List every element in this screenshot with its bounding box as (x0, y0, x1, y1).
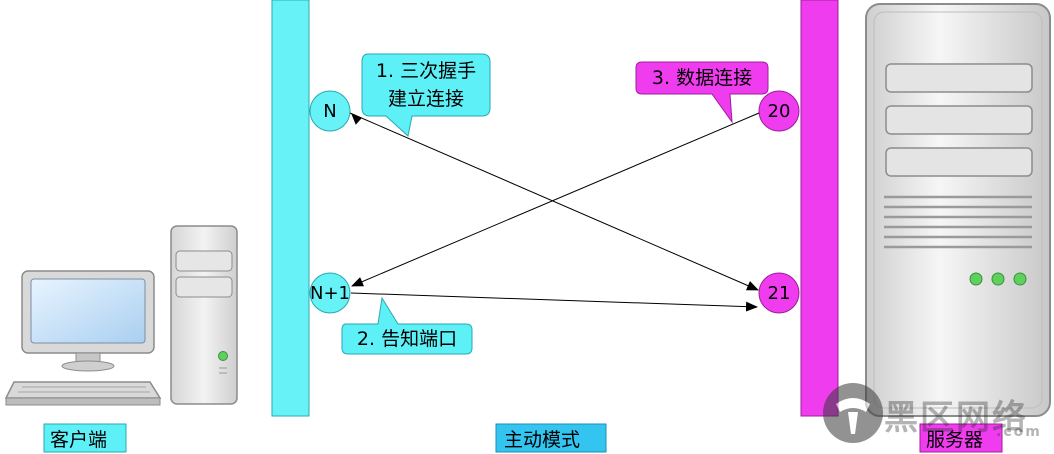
data-callout-text: 3. 数据连接 (651, 67, 753, 89)
notify-callout-shape (341, 296, 473, 355)
client-label: 客户端 (50, 428, 108, 451)
server-tag-bg (919, 423, 1003, 453)
port-n-circle (309, 90, 351, 132)
arrow-handshake (349, 112, 759, 291)
port-n1-label: N+1 (310, 282, 350, 304)
port-20-circle (758, 90, 800, 132)
server-label: 服务器 (926, 428, 984, 451)
server-tower-icon (865, 3, 1051, 417)
notify-callout-text: 2. 告知端口 (356, 328, 458, 350)
arrowhead-to-n (351, 113, 363, 125)
mode-tag-bg (495, 423, 607, 453)
watermark-sub: .com (996, 424, 1042, 440)
port-n1-circle (309, 272, 351, 314)
port-21-label: 21 (767, 282, 791, 304)
handshake-callout-shape (361, 53, 491, 137)
arrow-data-connection (351, 112, 760, 287)
handshake-callout-line2: 建立连接 (387, 88, 464, 110)
port-20-label: 20 (767, 100, 791, 122)
data-callout-shape (635, 61, 769, 124)
mode-label: 主动模式 (504, 428, 581, 451)
port-21-circle (758, 272, 800, 314)
watermark-logo-icon (823, 383, 883, 443)
server-bar (800, 0, 839, 417)
watermark-text: 黑区网络 (884, 398, 1028, 438)
handshake-callout-line1: 1. 三次握手 (375, 60, 477, 82)
port-n-label: N (323, 100, 337, 122)
client-bar (271, 0, 310, 417)
desktop-computer-icon (4, 225, 238, 406)
client-tag-bg (43, 423, 127, 453)
arrow-notify-port (350, 292, 758, 312)
